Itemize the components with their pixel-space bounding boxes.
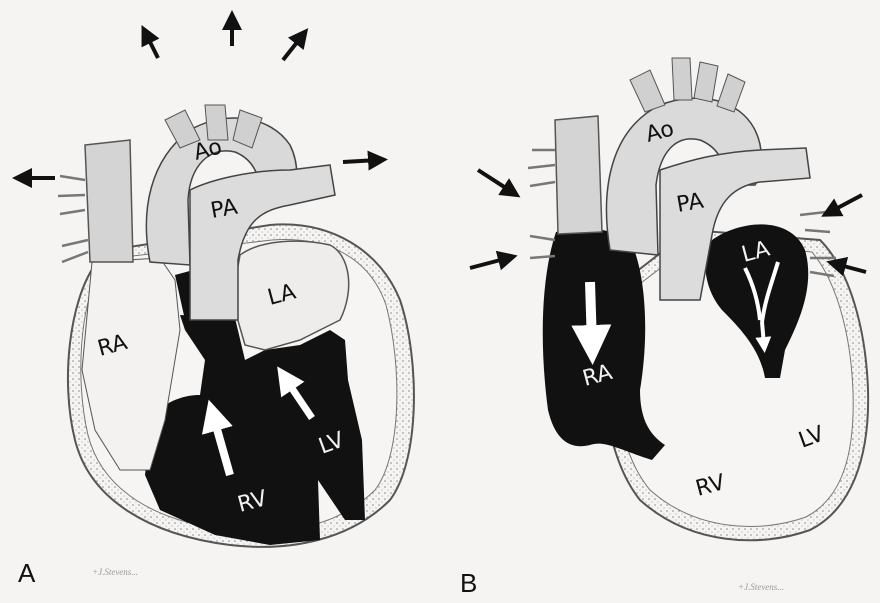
panel-letter-b: B	[460, 568, 477, 598]
signature-a: +J.Stevens...	[92, 567, 138, 577]
label-pa-a: PA	[209, 195, 240, 224]
panel-a: Ao PA LA RA LV RV A +J.Stevens...	[18, 20, 414, 588]
signature-b: +J.Stevens...	[738, 582, 784, 592]
label-pa-b: PA	[675, 189, 706, 218]
svc-b	[555, 116, 602, 234]
svc-a	[85, 140, 133, 262]
panel-b: Ao PA LA RA LV RV B +J.Stevens...	[460, 58, 868, 598]
panel-letter-a: A	[18, 558, 36, 588]
